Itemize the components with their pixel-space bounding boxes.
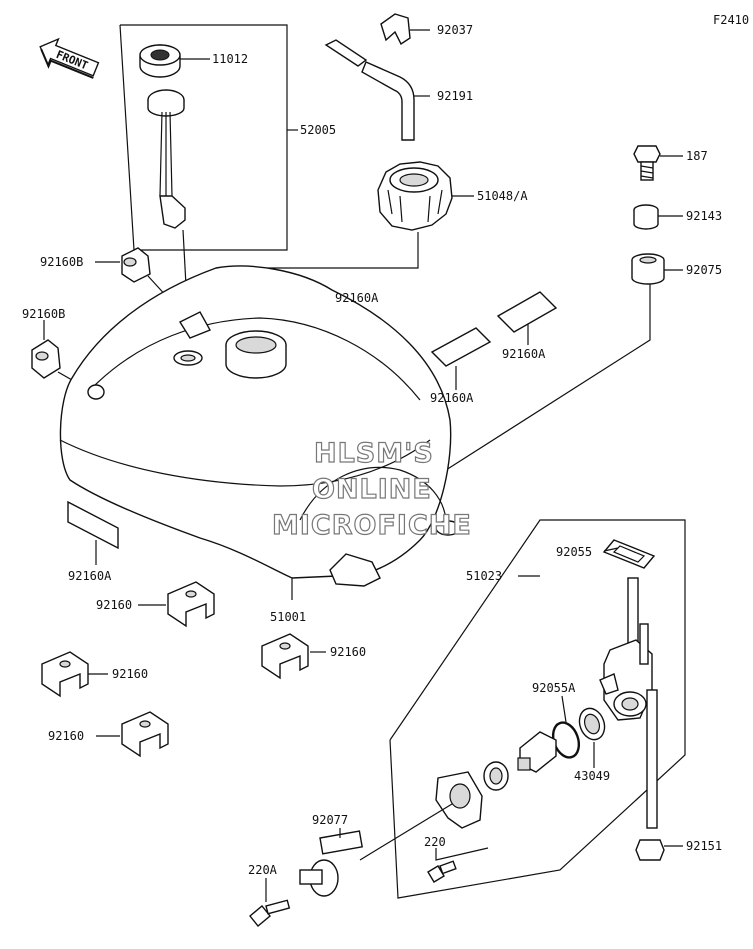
hose-92191 xyxy=(324,39,430,141)
label-92077: 92077 xyxy=(312,813,348,827)
damper-92160B-lower xyxy=(31,320,73,381)
damper-92075 xyxy=(445,253,683,471)
bolt-187 xyxy=(633,145,683,181)
fuel-cock-assembly xyxy=(249,519,686,927)
label-52005: 52005 xyxy=(300,123,336,137)
label-92075: 92075 xyxy=(686,263,722,277)
label-220A: 220A xyxy=(248,863,278,877)
label-92160-3: 92160 xyxy=(112,667,148,681)
pad-92160A-d xyxy=(67,500,119,565)
label-92160A-4: 92160A xyxy=(68,569,112,583)
fuel-gauge-assembly xyxy=(119,24,298,361)
mount-plate xyxy=(435,771,483,829)
label-92055A: 92055A xyxy=(532,681,576,695)
label-92151: 92151 xyxy=(686,839,722,853)
grommet-11012 xyxy=(139,44,210,78)
fuel-cock-body xyxy=(599,577,653,721)
label-92037: 92037 xyxy=(437,23,473,37)
label-92160B-2: 92160B xyxy=(22,307,65,321)
label-92143: 92143 xyxy=(686,209,722,223)
label-11012: 11012 xyxy=(212,52,248,66)
label-51023: 51023 xyxy=(466,569,502,583)
label-51048A: 51048/A xyxy=(477,189,528,203)
label-92160-2: 92160 xyxy=(330,645,366,659)
screw-220 xyxy=(427,847,489,883)
plate-43049 xyxy=(578,707,606,768)
label-92160A-1: 92160A xyxy=(335,291,379,305)
label-92160-4: 92160 xyxy=(48,729,84,743)
bracket-92160-a xyxy=(138,581,215,628)
bolt-92151 xyxy=(635,689,683,861)
clip-92037 xyxy=(380,13,430,46)
pad-92160A-b xyxy=(496,291,558,345)
screw-220A xyxy=(249,878,291,927)
label-92191: 92191 xyxy=(437,89,473,103)
gasket-92055 xyxy=(602,539,656,569)
label-92055: 92055 xyxy=(556,545,592,559)
bracket-92160-b xyxy=(261,633,326,680)
valve-92077 xyxy=(299,803,453,897)
watermark-line-2: ONLINE xyxy=(312,474,432,505)
fuel-tank-51001 xyxy=(59,265,461,600)
lever xyxy=(517,731,557,773)
watermark: HLSM'S ONLINE MICROFICHE xyxy=(271,437,472,541)
collar-92143 xyxy=(633,204,683,230)
front-arrow: FRONT xyxy=(39,37,100,79)
label-92160-1: 92160 xyxy=(96,598,132,612)
label-92160A-2: 92160A xyxy=(502,347,546,361)
pad-92160A-c xyxy=(430,327,492,390)
bracket-92160-c xyxy=(41,651,108,698)
diagram-code: F2410 xyxy=(713,13,749,27)
watermark-line-3: MICROFICHE xyxy=(272,510,472,541)
watermark-line-1: HLSM'S xyxy=(314,438,434,469)
bracket-92160-d xyxy=(96,711,169,758)
callout-labels: 11012 52005 92037 92191 51048/A 187 9214… xyxy=(22,23,722,877)
label-43049: 43049 xyxy=(574,769,610,783)
label-51001: 51001 xyxy=(270,610,306,624)
label-92160A-3: 92160A xyxy=(430,391,474,405)
label-220: 220 xyxy=(424,835,446,849)
label-187: 187 xyxy=(686,149,708,163)
label-92160B-1: 92160B xyxy=(40,255,83,269)
